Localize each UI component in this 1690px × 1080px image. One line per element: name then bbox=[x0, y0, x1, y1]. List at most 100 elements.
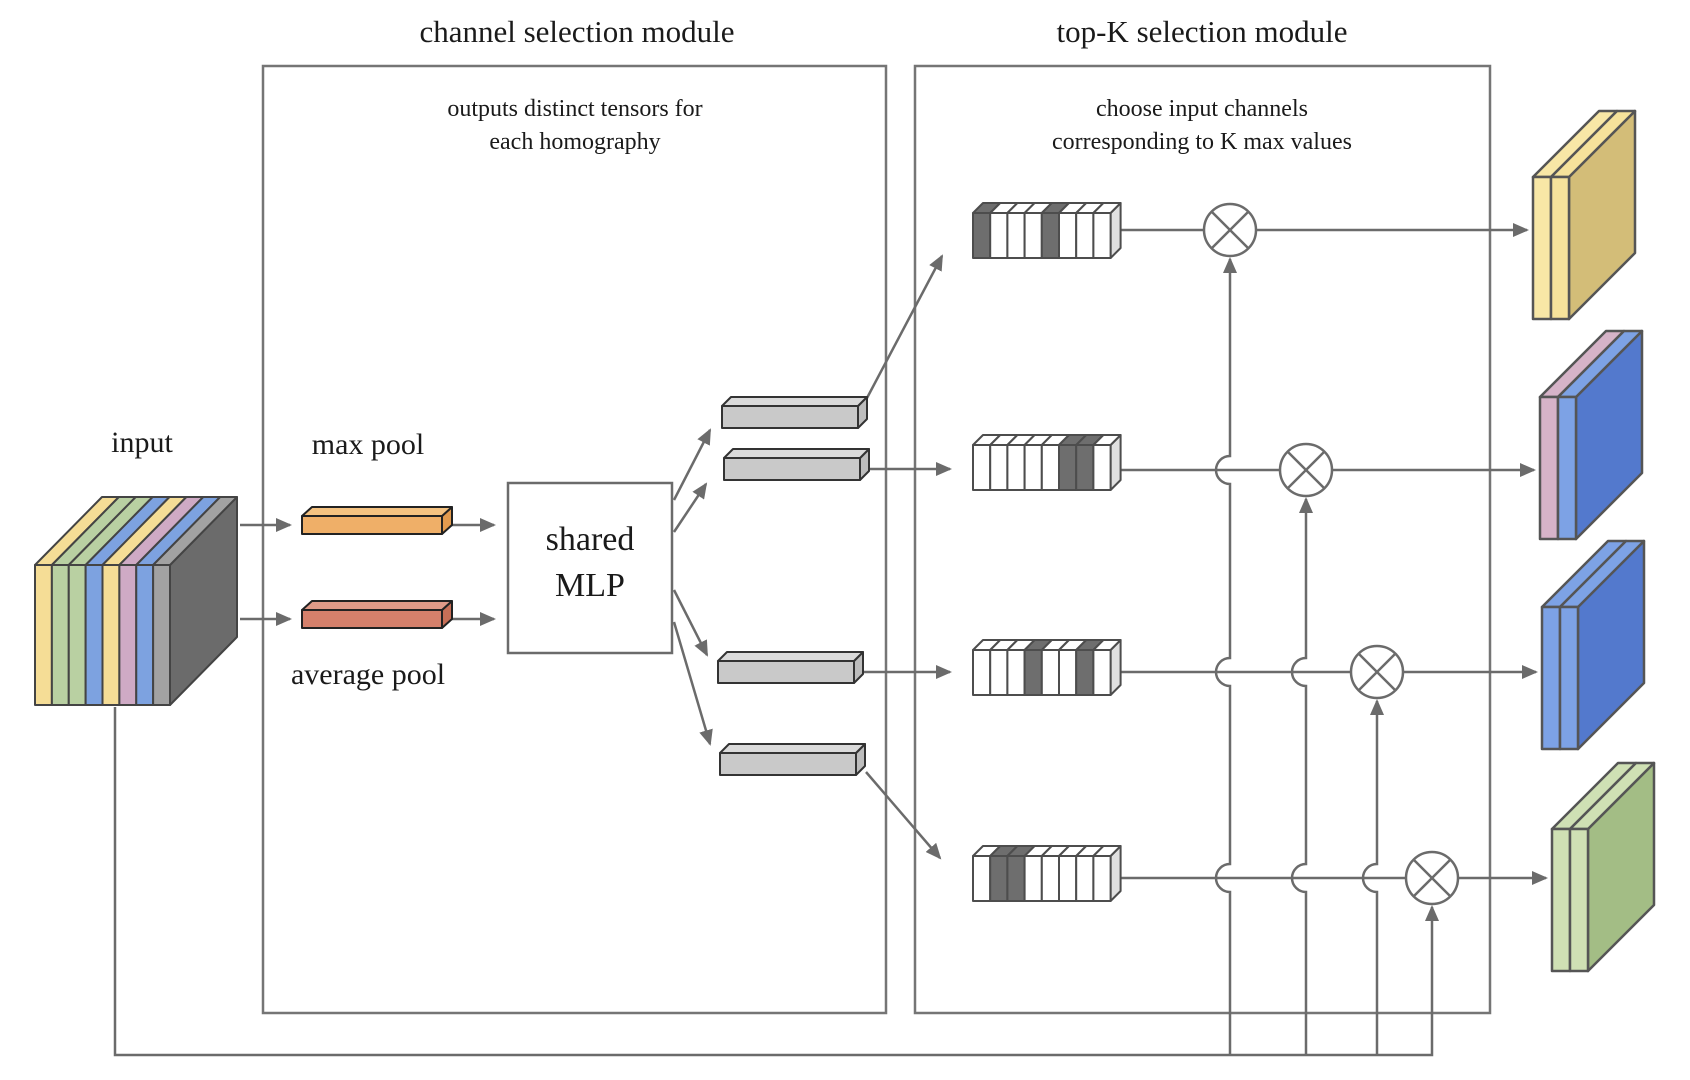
feed-line-row2 bbox=[1290, 497, 1313, 1055]
topk-selection-vector-2-front-cell bbox=[989, 444, 1009, 491]
topk-selection-vector-1-front-cell bbox=[1092, 212, 1112, 259]
topk-selection-vector-4-front-cell bbox=[1075, 855, 1095, 902]
output-tensor-3 bbox=[1540, 539, 1646, 751]
topk-selection-vector-2-front-cell bbox=[1075, 444, 1095, 491]
output-tensor-2-front-cell bbox=[1538, 395, 1560, 541]
arrow-tensor1-to-selection1 bbox=[865, 254, 944, 399]
input-tensor-stack-front-cell bbox=[118, 564, 138, 706]
output-tensor-1 bbox=[1531, 109, 1637, 321]
output-tensor-3-front-cell bbox=[1540, 605, 1562, 751]
topk-selection-vector-2 bbox=[972, 434, 1122, 491]
arrow-mlp-to-tensor4 bbox=[672, 621, 713, 746]
arrow-mlp-to-tensor2 bbox=[672, 482, 708, 533]
mlp-output-tensor-3-front-cell bbox=[717, 660, 855, 684]
mlp-output-tensor-4-front-cell bbox=[719, 752, 857, 776]
input-label: input bbox=[111, 426, 173, 459]
input-tensor-stack-front-cell bbox=[152, 564, 171, 706]
topk-module-note-line1: choose input channels bbox=[1096, 96, 1308, 122]
average-pool-vector-top-strip bbox=[301, 600, 453, 611]
mlp-output-tensor-1 bbox=[721, 396, 868, 429]
mlp-output-tensor-2 bbox=[723, 448, 870, 481]
output-tensor-1-front-cell bbox=[1549, 175, 1571, 321]
shared-mlp-box bbox=[506, 481, 674, 655]
multiply-cross-icon bbox=[1286, 450, 1326, 490]
mlp-output-tensor-2-front-cell bbox=[723, 457, 861, 481]
topk-selection-vector-4-front-cell bbox=[1058, 855, 1078, 902]
topk-selection-vector-2-front-cell bbox=[1023, 444, 1043, 491]
arrow-mlp-to-tensor1 bbox=[672, 428, 712, 501]
input-tensor-stack-front-cell bbox=[101, 564, 121, 706]
input-tensor-stack-front-cell bbox=[84, 564, 104, 706]
topk-selection-module-box bbox=[913, 64, 1492, 1015]
mlp-output-tensor-3-top-strip bbox=[717, 651, 864, 662]
topk-selection-vector-1-front-cell bbox=[989, 212, 1009, 259]
topk-selection-vector-3-front-cell bbox=[1075, 649, 1095, 696]
topk-module-note-line2: corresponding to K max values bbox=[1052, 129, 1352, 155]
multiply-node-3 bbox=[1349, 644, 1405, 700]
topk-selection-vector-4-front-cell bbox=[1092, 855, 1112, 902]
topk-selection-vector-1-front-cell bbox=[1040, 212, 1061, 259]
topk-selection-vector-3-front-cell bbox=[1006, 649, 1026, 696]
multiply-node-2 bbox=[1278, 442, 1334, 498]
channel-selection-module-box bbox=[261, 64, 888, 1015]
mlp-output-tensor-1-front-cell bbox=[721, 405, 859, 429]
topk-selection-vector-1-front-cell bbox=[1006, 212, 1026, 259]
topk-selection-vector-3-front-cell bbox=[1058, 649, 1078, 696]
topk-selection-vector-2-front-cell bbox=[1058, 444, 1078, 491]
output-tensor-4-front-cell bbox=[1550, 827, 1572, 973]
mlp-output-tensor-4 bbox=[719, 743, 866, 776]
mlp-label-line1: shared bbox=[546, 521, 635, 558]
average-pool-vector bbox=[301, 600, 453, 629]
topk-selection-vector-1-front-cell bbox=[1058, 212, 1078, 259]
topk-selection-vector-1 bbox=[972, 202, 1122, 259]
output-tensor-1-front-cell bbox=[1531, 175, 1553, 321]
topk-selection-vector-4-front-cell bbox=[1040, 855, 1061, 902]
multiply-cross-icon bbox=[1210, 210, 1250, 250]
input-bypass-line bbox=[113, 707, 1439, 1057]
topk-selection-vector-3-front-cell bbox=[1023, 649, 1043, 696]
topk-selection-vector-3-front-cell bbox=[1092, 649, 1112, 696]
topk-selection-vector-2-front-cell bbox=[972, 444, 992, 491]
average-pool-label: average pool bbox=[291, 658, 445, 691]
output-tensor-4 bbox=[1550, 761, 1656, 973]
multiply-node-4 bbox=[1404, 850, 1460, 906]
topk-selection-vector-3 bbox=[972, 639, 1122, 696]
mlp-label-line2: MLP bbox=[555, 567, 625, 604]
average-pool-vector-front-cell bbox=[301, 609, 443, 629]
mlp-output-tensor-1-top-strip bbox=[721, 396, 868, 407]
topk-selection-vector-4-front-cell bbox=[1006, 855, 1026, 902]
topk-selection-vector-2-front-cell bbox=[1040, 444, 1061, 491]
topk-selection-vector-1-front-cell bbox=[1075, 212, 1095, 259]
output-tensor-2 bbox=[1538, 329, 1644, 541]
output-tensor-4-front-cell bbox=[1568, 827, 1590, 973]
channel-module-note-line2: each homography bbox=[489, 129, 660, 155]
input-tensor-stack-front-cell bbox=[67, 564, 87, 706]
topk-selection-vector-4-front-cell bbox=[972, 855, 992, 902]
input-tensor-stack-front-cell bbox=[50, 564, 70, 706]
input-tensor-stack-front-cell bbox=[34, 564, 53, 706]
channel-module-note-line1: outputs distinct tensors for bbox=[447, 96, 702, 122]
topk-selection-vector-1-front-cell bbox=[1023, 212, 1043, 259]
topk-selection-vector-2-front-cell bbox=[1092, 444, 1112, 491]
mlp-output-tensor-2-top-strip bbox=[723, 448, 870, 459]
multiply-node-1 bbox=[1202, 202, 1258, 258]
max-pool-vector-top-strip bbox=[301, 506, 453, 517]
max-pool-label: max pool bbox=[312, 428, 425, 461]
feed-line-row1 bbox=[1214, 257, 1237, 1055]
channel-module-title: channel selection module bbox=[419, 14, 734, 49]
output-tensor-2-front-cell bbox=[1556, 395, 1578, 541]
input-tensor-stack bbox=[34, 496, 238, 706]
topk-selection-vector-1-front-cell bbox=[972, 212, 992, 259]
mlp-output-tensor-3 bbox=[717, 651, 864, 684]
topk-module-title: top-K selection module bbox=[1057, 14, 1348, 49]
topk-selection-vector-3-front-cell bbox=[972, 649, 992, 696]
topk-selection-vector-3-front-cell bbox=[1040, 649, 1061, 696]
multiply-cross-icon bbox=[1357, 652, 1397, 692]
topk-selection-vector-3-front-cell bbox=[989, 649, 1009, 696]
multiply-cross-icon bbox=[1412, 858, 1452, 898]
topk-selection-vector-4 bbox=[972, 845, 1122, 902]
max-pool-vector-front-cell bbox=[301, 515, 443, 535]
input-tensor-stack-front-cell bbox=[135, 564, 155, 706]
